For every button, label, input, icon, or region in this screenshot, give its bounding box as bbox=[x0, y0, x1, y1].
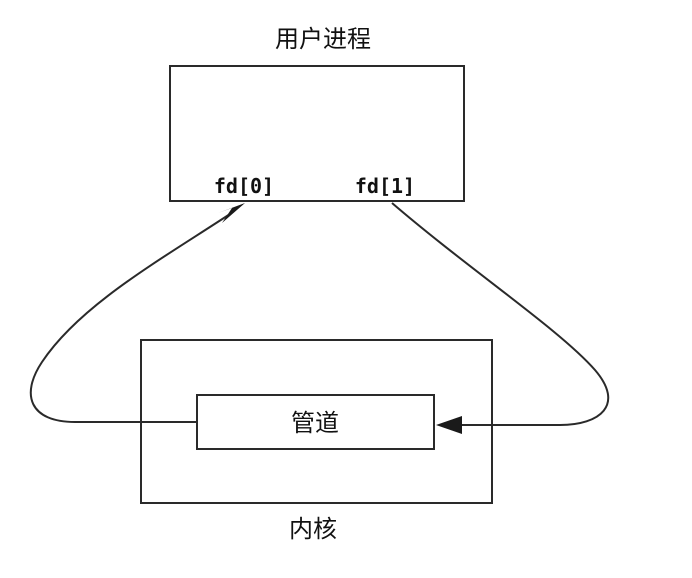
write-curve bbox=[391, 202, 610, 426]
fd0-label: fd[0] bbox=[214, 174, 274, 198]
user-process-box bbox=[169, 65, 465, 202]
pipe-label: 管道 bbox=[291, 409, 339, 437]
user-process-title: 用户进程 bbox=[275, 25, 371, 53]
write-arrowhead bbox=[436, 416, 462, 434]
fd1-label: fd[1] bbox=[355, 174, 415, 198]
read-curve bbox=[29, 213, 231, 423]
read-arrowhead bbox=[218, 203, 245, 223]
kernel-title: 内核 bbox=[289, 515, 337, 543]
